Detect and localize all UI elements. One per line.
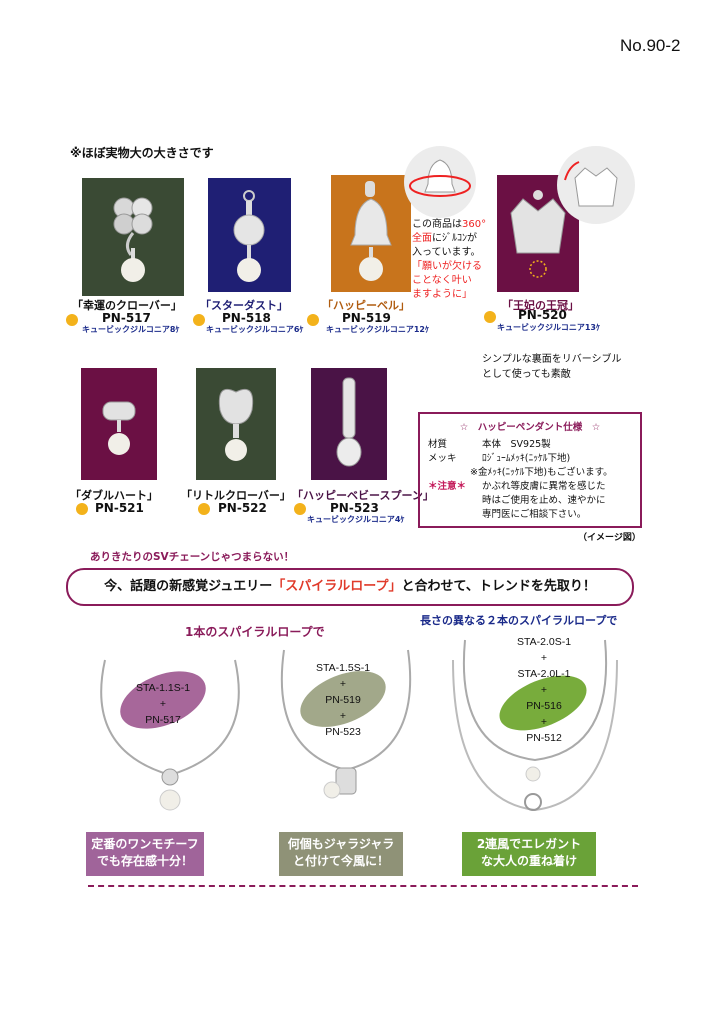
product-image-pn523 [311, 368, 387, 480]
bullet-dot-icon [307, 314, 319, 326]
product-name: 「リトルクローバー」 [181, 489, 291, 502]
double-rope-label: 長さの異なる２本のスパイラルロープで [420, 614, 618, 627]
product-name: 「幸運のクローバー」 [72, 299, 182, 312]
reversible-note: シンプルな裏面をリバーシブル として使っても素敵 [482, 354, 622, 380]
caption-box-3: 2連風でエレガント な大人の重ね着け [462, 832, 596, 876]
bullet-dot-icon [294, 503, 306, 515]
subheading: ありきたりのSVチェーンじゃつまらない！ [90, 551, 295, 563]
product-code: PN-519 [342, 311, 391, 325]
bullet-dot-icon [484, 311, 496, 323]
product-image-pn518 [208, 178, 291, 292]
product-code: PN-518 [222, 311, 271, 325]
clover-pendant-icon [113, 197, 153, 282]
little-clover-pendant-icon [218, 388, 254, 461]
spec-box: ☆ ハッピーペンダント仕様 ☆ 材質 本体 SV925製 メッキ ﾛｼﾞｭｰﾑﾒ… [418, 412, 642, 528]
product-cz: キュービックジルコニア12ｹ [326, 325, 429, 334]
bullet-dot-icon [193, 314, 205, 326]
caption-box-1: 定番のワンモチーフ でも存在感十分！ [86, 832, 204, 876]
bell-pendant-icon [350, 181, 392, 281]
dashed-divider [88, 885, 638, 887]
combo-text-1: STA-1.1S-1 + PN-517 [135, 682, 191, 726]
product-name: 「ハッピーベル」 [322, 299, 410, 312]
size-note: ※ほぼ実物大の大きさです [70, 146, 214, 160]
product-code: PN-521 [95, 501, 144, 515]
double-heart-pendant-icon [102, 401, 136, 455]
necklace-photo-2 [280, 649, 412, 799]
caption-box-2: 何個もジャラジャラ と付けて今風に！ [279, 832, 403, 876]
product-name: 「スターダスト」 [200, 299, 288, 312]
product-image-pn521 [81, 368, 157, 480]
product-cz: キュービックジルコニア4ｹ [307, 515, 405, 524]
product-cz: キュービックジルコニア13ｹ [497, 323, 600, 332]
crown-360-view [557, 146, 635, 224]
bell-rotation-icon [409, 159, 471, 197]
bullet-dot-icon [76, 503, 88, 515]
crown-pendant-icon [510, 190, 566, 278]
product-image-pn522 [196, 368, 276, 480]
stardust-pendant-icon [233, 190, 265, 282]
product-code: PN-523 [330, 501, 379, 515]
product-name: 「ハッピーベビースプーン」 [292, 489, 434, 502]
bullet-dot-icon [198, 503, 210, 515]
product-code: PN-520 [518, 308, 567, 322]
product-name: 「ダブルハート」 [70, 489, 158, 502]
crown-rotation-icon [564, 161, 618, 207]
product-name: 「王妃の王冠」 [502, 299, 579, 312]
page-number: No.90-2 [620, 36, 681, 55]
spec-title: ☆ ハッピーペンダント仕様 ☆ [459, 422, 601, 433]
trend-banner: 今、話題の新感覚ジュエリー「スパイラルロープ」と合わせて、トレンドを先取り！ [66, 568, 634, 606]
combo-text-3: STA-2.0S-1 + STA-2.0L-1 + PN-516 + PN-51… [516, 636, 572, 744]
product-image-pn517 [82, 178, 184, 296]
combo-text-2: STA-1.5S-1 + PN-519 + PN-523 [315, 662, 371, 738]
product-code: PN-522 [218, 501, 267, 515]
single-rope-label: 1本のスパイラルロープで [185, 625, 325, 639]
bell-note: この商品は360° 全面にｼﾞﾙｺﾝが 入っています。 「願いが欠ける ことなく… [412, 219, 487, 300]
necklace-photo-3 [452, 639, 618, 812]
product-cz: キュービックジルコニア8ｹ [82, 325, 180, 334]
product-image-pn519 [331, 175, 411, 292]
product-cz: キュービックジルコニア6ｹ [206, 325, 304, 334]
baby-spoon-pendant-icon [336, 377, 362, 467]
bullet-dot-icon [66, 314, 78, 326]
image-note: （イメージ図） [578, 533, 641, 543]
necklace-photo-1 [100, 659, 240, 811]
bell-360-view [404, 146, 476, 218]
product-code: PN-517 [102, 311, 151, 325]
